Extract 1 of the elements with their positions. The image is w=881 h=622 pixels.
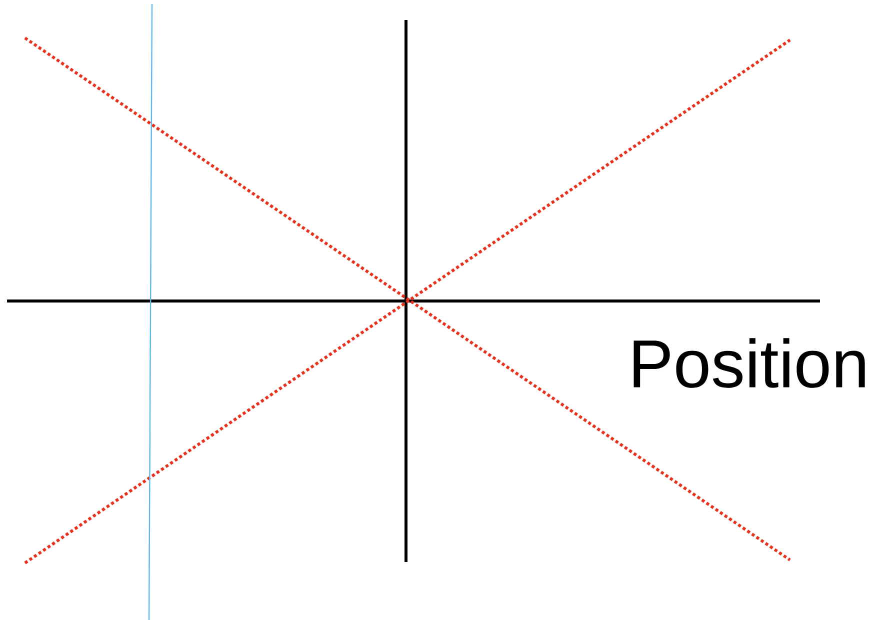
axis-label: Position xyxy=(634,338,865,388)
